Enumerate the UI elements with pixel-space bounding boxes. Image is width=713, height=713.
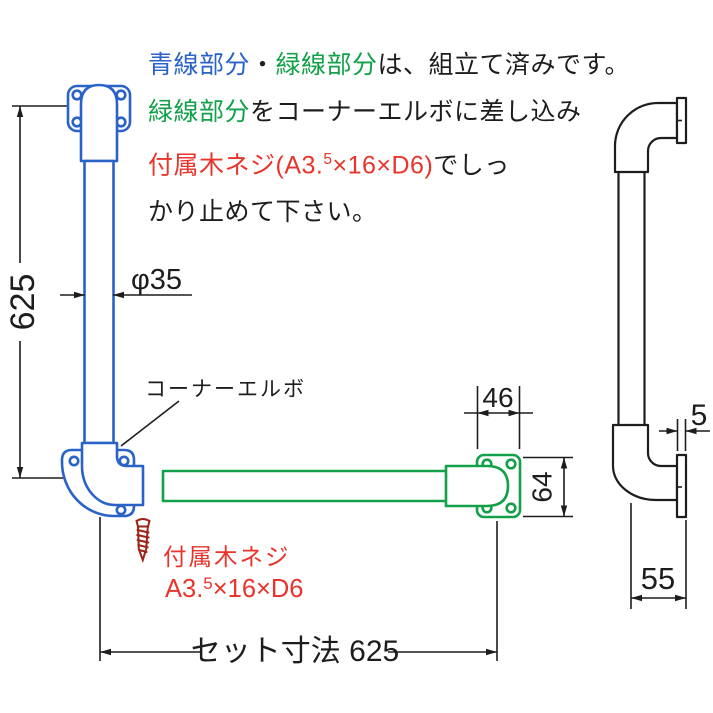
screw-spec-sup: 5	[323, 151, 333, 168]
green-part-ref: 緑線部分	[275, 51, 378, 79]
right-flange-hole	[505, 502, 517, 514]
dim-plate-thickness-value: 5	[691, 399, 708, 432]
instruction-line-3: 付属木ネジ(A3.5×16×D6)でしっ	[148, 136, 668, 189]
corner-elbow-leader: コーナーエルボ	[120, 378, 306, 447]
corner-elbow-label: コーナーエルボ	[145, 378, 306, 401]
top-flange-hole	[115, 89, 127, 101]
dim-height-value: 625	[4, 274, 42, 331]
dimension-plate-thickness: 5	[659, 399, 710, 451]
dimension-flange-height: 64	[523, 456, 573, 518]
wood-screw-icon	[135, 518, 151, 564]
grab-bar-vertical-blue	[60, 83, 145, 518]
instruction-line-1: 青線部分・緑線部分は、組立て済みです。	[148, 42, 668, 89]
dimension-wall-offset: 55	[630, 503, 687, 609]
green-part-ref: 緑線部分	[148, 98, 251, 126]
dim-wall-offset-value: 55	[641, 561, 675, 596]
screw-spec-ref-post: ×16×D6)	[332, 151, 434, 180]
right-flange-hole	[505, 458, 517, 470]
instruction-text: 青線部分・緑線部分は、組立て済みです。 緑線部分をコーナーエルボに差し込み 付属…	[148, 42, 668, 236]
side-bottom-plate	[675, 453, 688, 519]
separator-dot: ・	[250, 51, 276, 79]
dimension-set-width: セット寸法 625	[99, 517, 498, 668]
dim-flange-height-value: 64	[527, 471, 558, 502]
screw-spec-ref: 付属木ネジ(A3.	[148, 151, 324, 180]
blue-part-ref: 青線部分	[148, 51, 251, 79]
dimension-bar-height: 625	[4, 105, 93, 479]
side-bottom-elbow	[611, 423, 679, 502]
side-top-elbow	[613, 101, 679, 174]
elbow-screw-hole	[115, 504, 127, 516]
dim-diameter-value: φ35	[131, 264, 182, 296]
line2-rest: をコーナーエルボに差し込み	[250, 98, 582, 126]
vertical-bar	[83, 159, 115, 445]
right-socket-dome	[444, 464, 510, 508]
instruction-line-2: 緑線部分をコーナーエルボに差し込み	[148, 89, 668, 136]
dimension-flange-width: 46	[464, 382, 533, 449]
elbow-screw-hole	[68, 455, 80, 467]
side-view: 5 55	[611, 96, 710, 609]
corner-elbow-body	[80, 441, 145, 507]
wood-screw-label: 付属木ネジ A3.5×16×D6	[163, 544, 304, 603]
top-flange-hole	[71, 89, 83, 101]
top-socket-dome	[79, 83, 119, 163]
dimension-bar-diameter: φ35	[60, 264, 192, 299]
line3-rest: でしっ	[433, 151, 510, 180]
screw-spec-label: A3.5×16×D6	[165, 574, 304, 603]
dim-flange-width-value: 46	[482, 382, 513, 413]
horizontal-bar	[161, 469, 449, 503]
line4-text: かり止めて下さい。	[148, 198, 378, 227]
dim-set-width-value: セット寸法 625	[191, 635, 399, 668]
elbow-screw-hole	[118, 455, 130, 467]
instruction-line-4: かり止めて下さい。	[148, 189, 668, 236]
line1-rest: は、組立て済みです。	[377, 51, 631, 79]
grab-bar-horizontal-green	[161, 453, 522, 519]
screw-name-label: 付属木ネジ	[163, 544, 291, 570]
